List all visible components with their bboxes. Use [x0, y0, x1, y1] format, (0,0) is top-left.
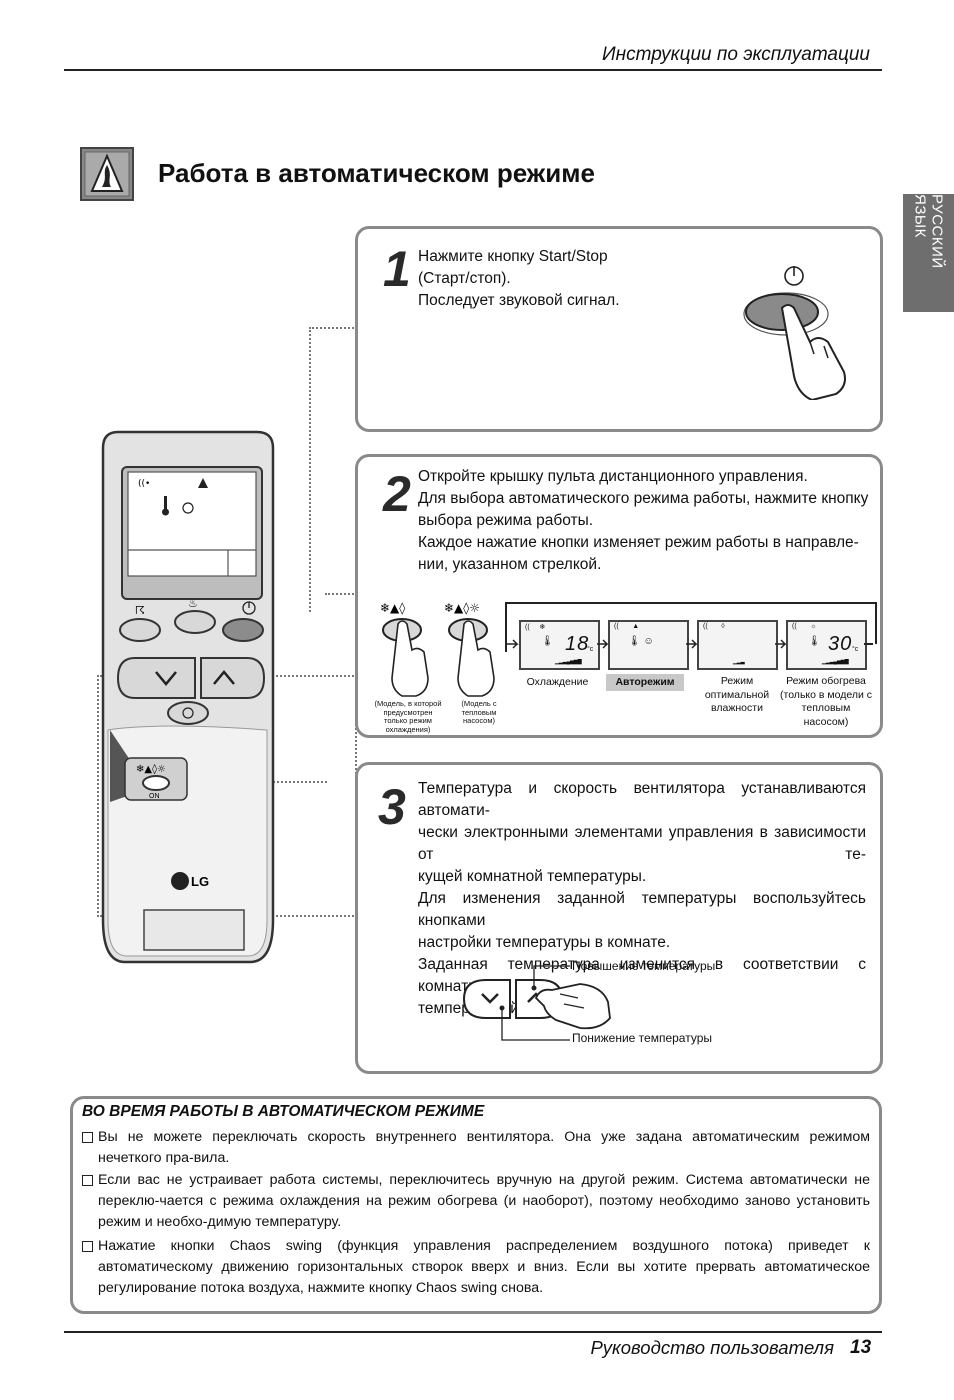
note-item: Нажатие кнопки Chaos swing (функция упра…	[82, 1236, 870, 1299]
remote-control: ((• ☈ ♨ ❄▲◊☼ LG ON	[101, 430, 275, 964]
language-tab: РУССКИЙ ЯЗЫК	[903, 194, 954, 312]
footer-rule	[64, 1331, 882, 1333]
remote-brand: LG	[191, 874, 209, 889]
header-rule	[64, 69, 882, 71]
step3-text: Температура и скорость вентилятора устан…	[418, 778, 866, 1020]
step2-number: 2	[383, 466, 411, 522]
lcd-auto: (( ▲ 🌡 ☺	[608, 620, 689, 670]
step2-line: нии, указанном стрелкой.	[418, 556, 602, 573]
auto-mode-icon	[80, 147, 134, 201]
step3-number: 3	[378, 779, 406, 835]
note-title: ВО ВРЕМЯ РАБОТЫ В АВТОМАТИЧЕСКОМ РЕЖИМЕ	[82, 1103, 485, 1120]
step3-box	[355, 762, 883, 1074]
page-number: 13	[850, 1337, 872, 1358]
mode-label-dry: Режим оптимальной влажности	[704, 675, 770, 714]
temperature-buttons-illustration	[462, 965, 611, 1041]
temp-up-label: Повышение температуры	[572, 959, 716, 973]
checkbox-icon	[82, 1132, 93, 1143]
mode-cycle-bracket-left	[505, 640, 517, 652]
lcd-heating-temp: 30	[828, 633, 853, 655]
note-item: Если вас не устраивает работа системы, п…	[82, 1170, 870, 1233]
note-box	[70, 1096, 882, 1314]
section-title: Работа в автоматическом режиме	[158, 158, 595, 188]
checkbox-icon	[82, 1175, 93, 1186]
step1-line: Последует звуковой сигнал.	[418, 292, 620, 309]
svg-text:☈: ☈	[135, 604, 145, 617]
mode-label-heating: Режим обогрева (только в модели с теплов…	[780, 675, 872, 728]
svg-text:❄▲◊☼: ❄▲◊☼	[136, 763, 166, 775]
step3-line: настройки температуры в комнате.	[418, 934, 671, 951]
footer-text: Руководство пользователя	[590, 1337, 834, 1358]
step2-line: Каждое нажатие кнопки изменяет режим раб…	[418, 534, 859, 551]
header-title: Инструкции по эксплуатации	[602, 44, 870, 65]
step2-line: выбора режима работы.	[418, 512, 594, 529]
step1-number: 1	[383, 241, 411, 297]
note-item: Вы не можете переключать скорость внутре…	[82, 1127, 870, 1169]
checkbox-icon	[82, 1241, 93, 1252]
start-stop-illustration	[743, 266, 846, 400]
lcd-dry: (( ◊ ▁▂▃	[697, 620, 778, 670]
mode-button-heatpump-model: ❄▲◊☼	[444, 601, 495, 697]
step2-text: Откройте крышку пульта дистанционного уп…	[418, 466, 868, 576]
lcd-cooling-temp: 18	[565, 633, 590, 655]
lcd-heating: (( ☼ 🌡 30 °c ▁▂▃▄▅▆▇	[786, 620, 867, 670]
svg-text:❄▲◊: ❄▲◊	[380, 601, 405, 615]
mode-label-cooling: Охлаждение	[526, 676, 589, 688]
step3-line: Для изменения заданной температуры воспо…	[418, 890, 866, 929]
step3-line: Температура и скорость вентилятора устан…	[418, 780, 866, 819]
step2-line: Для выбора автоматического режима работы…	[418, 490, 869, 507]
step1-line: Нажмите кнопку Start/Stop	[418, 248, 608, 265]
step3-line: кущей комнатной температуры.	[418, 868, 647, 885]
lcd-cooling: (( ❄ 🌡 18 °c ▁▂▃▄▅▆▇	[519, 620, 600, 670]
mode-cycle-bracket	[505, 602, 877, 644]
mode-button-cooling-model: ❄▲◊	[380, 601, 429, 697]
step3-line: чески электронными элементами управления…	[418, 824, 866, 863]
temp-down-label: Понижение температуры	[572, 1031, 713, 1045]
mode-label-auto: Авторежим	[606, 674, 684, 691]
connector-step1	[309, 327, 357, 612]
remote-on-label: ON	[149, 793, 160, 800]
mode-arrows	[507, 639, 873, 649]
button1-caption: (Модель, в которой предусмотрен только р…	[374, 699, 442, 734]
step1-text: Нажмите кнопку Start/Stop (Старт/стоп). …	[418, 246, 620, 312]
svg-text:❄▲◊☼: ❄▲◊☼	[444, 601, 480, 615]
step1-line: (Старт/стоп).	[418, 270, 511, 287]
step2-line: Откройте крышку пульта дистанционного уп…	[418, 468, 808, 485]
svg-text:((•: ((•	[138, 479, 150, 489]
language-tab-label: РУССКИЙ ЯЗЫК	[911, 194, 946, 269]
button2-caption: (Модель с тепловым насосом)	[461, 699, 497, 725]
svg-text:♨: ♨	[188, 597, 198, 610]
